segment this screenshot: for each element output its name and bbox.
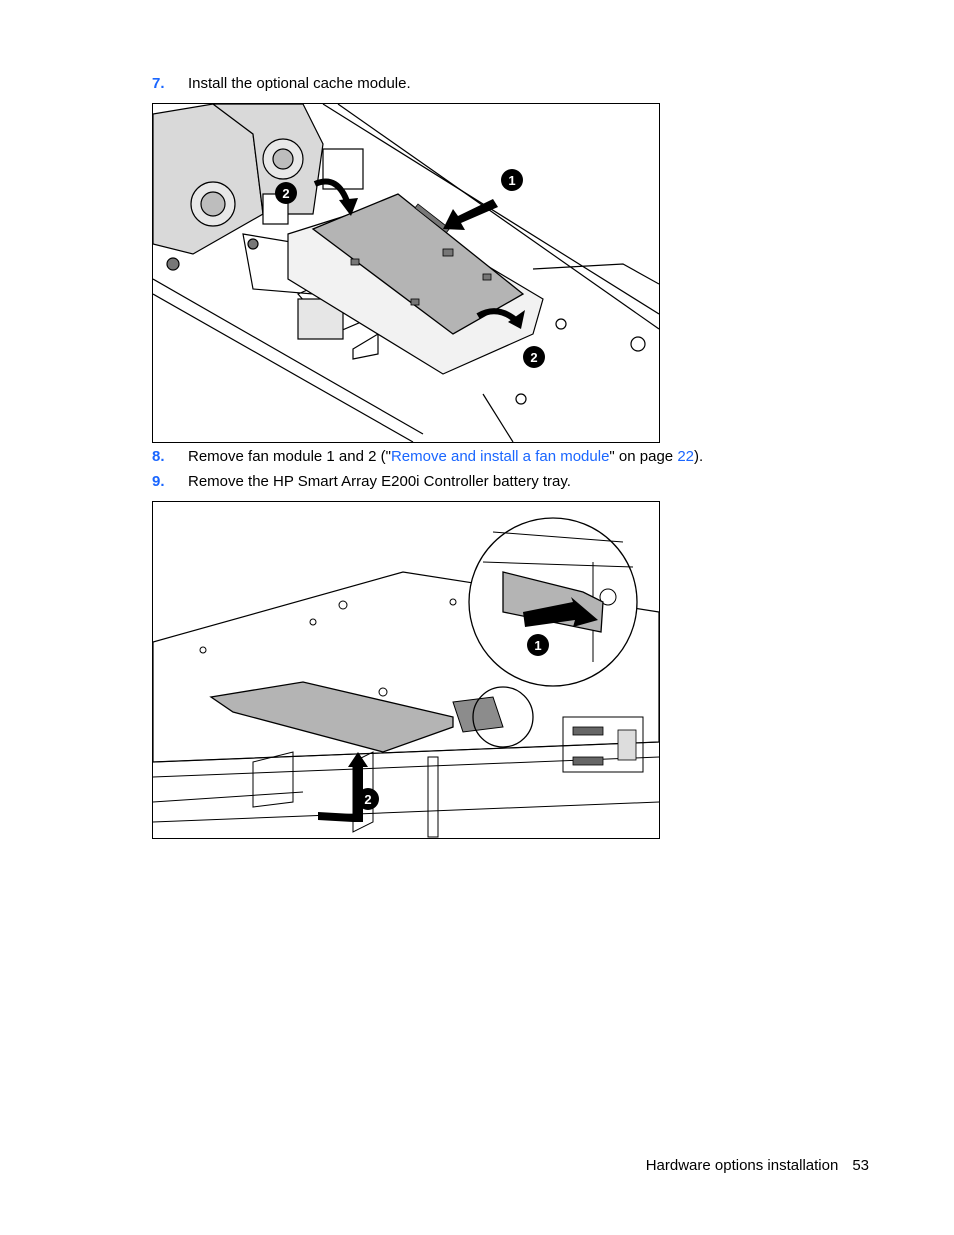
step-text-after: ).	[694, 448, 704, 465]
callout-1: 1	[527, 634, 549, 656]
cache-board	[311, 193, 525, 335]
insert-arrow	[443, 199, 498, 230]
figure-cache-module: 1 2 2	[152, 103, 660, 443]
step-9: 9. Remove the HP Smart Array E200i Contro…	[152, 472, 571, 492]
step-text: Install the optional cache module.	[188, 75, 411, 92]
step-text: Remove the HP Smart Array E200i Controll…	[188, 473, 571, 490]
callout-2-right: 2	[523, 346, 545, 368]
step-text-middle: " on page	[609, 448, 678, 465]
svg-text:1: 1	[508, 173, 515, 188]
figure-battery-tray: 1 2	[152, 501, 660, 839]
step-number: 9.	[152, 473, 165, 490]
footer-section-title: Hardware options installation	[645, 1157, 839, 1174]
svg-text:2: 2	[282, 186, 289, 201]
fan-module-link[interactable]: Remove and install a fan module	[390, 448, 610, 465]
page-footer: Hardware options installation 53	[646, 1157, 869, 1174]
step-7: 7. Install the optional cache module.	[152, 74, 411, 94]
callout-1: 1	[501, 169, 523, 191]
svg-text:2: 2	[364, 792, 371, 807]
callout-2: 2	[357, 788, 379, 810]
svg-text:2: 2	[530, 350, 537, 365]
page-number: 53	[852, 1157, 869, 1174]
step-8: 8. Remove fan module 1 and 2 ("Remove and…	[152, 447, 703, 467]
callout-2-left: 2	[275, 182, 297, 204]
step-number: 7.	[152, 75, 165, 92]
slide-arrow	[523, 597, 598, 627]
battery-tray	[209, 681, 454, 753]
step-text-before: Remove fan module 1 and 2 ("	[188, 448, 391, 465]
svg-text:1: 1	[534, 638, 541, 653]
cache-module-illustration: 1 2 2	[153, 104, 659, 442]
page-22-link[interactable]: 22	[677, 448, 694, 465]
battery-tray-illustration: 1 2	[153, 517, 659, 838]
step-number: 8.	[152, 448, 165, 465]
